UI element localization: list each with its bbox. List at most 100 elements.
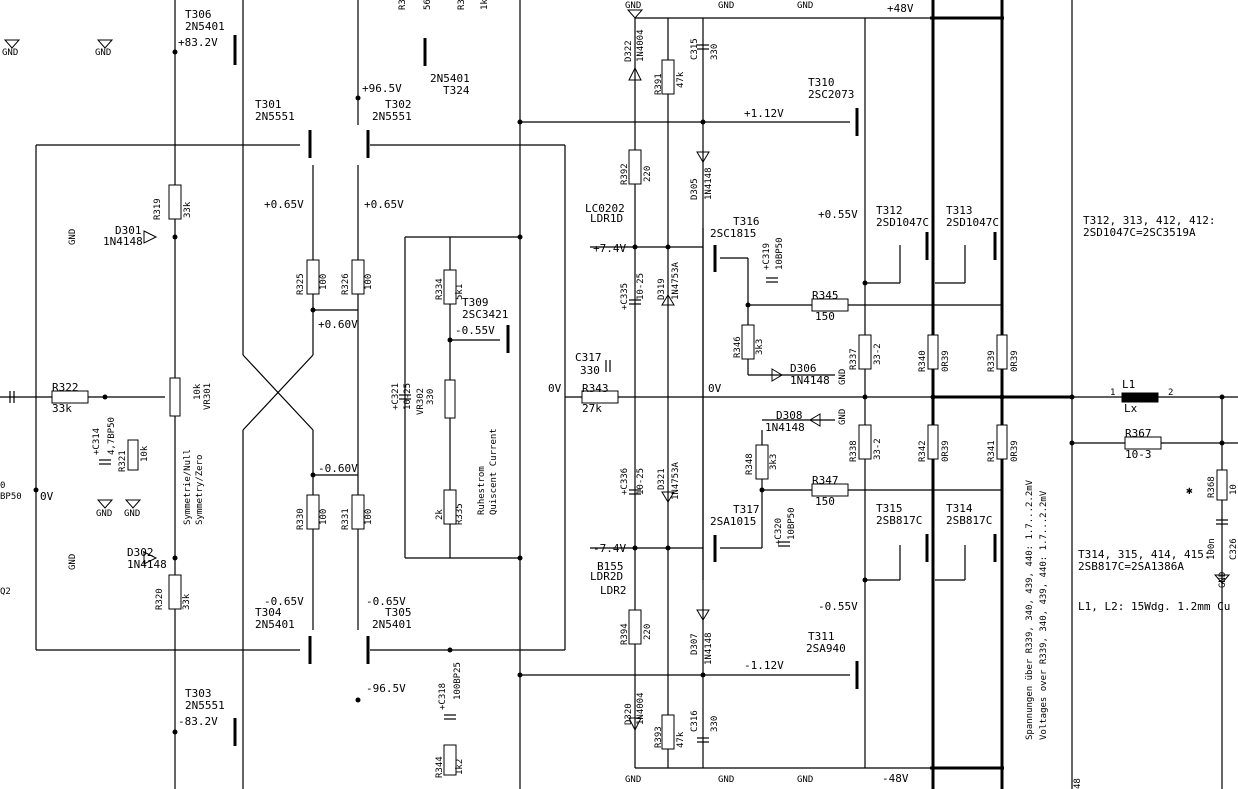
r319-value: 33k [183,201,193,218]
gnd-label: GND [718,1,734,11]
c317-label: C317 [575,351,602,364]
note-t312-equiv: 2SD1047C=2SC3519A [1083,226,1196,239]
pin-label: 48 [1073,778,1083,789]
c335-value: 10-25 [636,273,646,300]
b155-label: B155 [597,560,624,573]
note-t314: T314, 315, 414, 415: [1078,548,1210,561]
d307-label: D307 [690,633,700,655]
voltage-label: -0.65V [264,595,304,608]
r348-value: 3k3 [769,454,779,470]
gnd-label: GND [838,369,848,385]
r345-value: 150 [815,310,835,323]
voltage-label: -1.12V [744,659,784,672]
t301-type: 2N5551 [255,110,295,123]
r391-value: 47k [676,71,686,88]
gnd-label: GND [797,775,813,785]
t310-label: T310 [808,76,835,89]
d301-type: 1N4148 [103,235,143,248]
vr301-value: 10k [193,383,203,400]
t324-label: T324 [443,84,470,97]
gnd-label: GND [68,229,78,245]
quiescent-label: Ruhestrom [477,466,487,515]
c314-label: +C314 [92,428,102,455]
t310-type: 2SC2073 [808,88,854,101]
t315-type: 2SB817C [876,514,922,527]
ldr-label: LC0202 [585,202,625,215]
d322-label: D322 [624,40,634,62]
voltage-label: -83.2V [178,715,218,728]
r326-value: 100 [364,274,374,290]
d321-label: D321 [657,468,667,490]
c335-label: +C335 [620,283,630,310]
r343-value: 27k [582,402,602,415]
d307-type: 1N4148 [704,632,714,665]
voltage-label: +83.2V [178,36,218,49]
zero-volt-label: 0V [708,382,722,395]
r325-label: R325 [296,273,306,295]
r393-label: R393 [654,726,664,748]
d305-type: 1N4148 [704,167,714,200]
r367-value: 10-3 [1125,448,1152,461]
r340-label: R340 [918,350,928,372]
d306-label: D306 [790,362,817,375]
gnd-label: GND [625,1,641,11]
zero-volt-label: 0V [548,382,562,395]
t311-label: T311 [808,630,835,643]
r342-value: 0R39 [941,440,951,462]
l1-pin1: 1 [1110,388,1115,398]
frag-r3: R3 [398,0,408,10]
c326-value: 100n [1207,538,1217,560]
gnd-label: GND [1218,572,1228,588]
c318-value: 100BP25 [453,662,463,700]
voltage-label: -0.55V [818,600,858,613]
r346-label: R346 [733,336,743,358]
r331-label: R331 [341,508,351,530]
t311-type: 2SA940 [806,642,846,655]
voltage-label: +96.5V [362,82,402,95]
bp50-label: 0 [0,481,5,491]
c314-value: 4,7BP50 [107,417,117,455]
voltage-note-en: Voltages over R339, 340, 439, 440: 1.7..… [1039,490,1049,740]
t312-label: T312 [876,204,903,217]
t312-type: 2SD1047C [876,216,929,229]
d308-type: 1N4148 [765,421,805,434]
symmetry-label-en: Symmetry/Zero [195,455,205,525]
r319-label: R319 [153,198,163,220]
t304-type: 2N5401 [255,618,295,631]
t324-type: 2N5401 [430,72,470,85]
d319-type: 1N4753A [671,261,681,300]
r345-label: R345 [812,289,839,302]
vr302-label: VR302 [416,388,426,415]
c321-value: 10-25 [403,383,413,410]
c315-value: 330 [710,44,720,60]
d320-label: D320 [624,703,634,725]
d302-label: D302 [127,546,154,559]
r344-value: 1k2 [455,759,465,775]
r348-label: R348 [745,453,755,475]
r394-label: R394 [620,623,630,645]
r331-value: 100 [364,509,374,525]
gnd-label: GND [95,48,111,58]
minus48-label: -48V [882,772,909,785]
t302-type: 2N5551 [372,110,412,123]
frag-r3: R3 [457,0,467,10]
gnd-label: GND [838,409,848,425]
r321-value: 10k [140,445,150,462]
r368-value: 10 [1229,484,1238,495]
c336-label: +C336 [620,468,630,495]
r343-label: R343 [582,382,609,395]
r341-value: 0R39 [1010,440,1020,462]
t315-label: T315 [876,502,903,515]
gnd-label: GND [124,509,140,519]
t309-label: T309 [462,296,489,309]
r340-value: 0R39 [941,350,951,372]
voltage-label: +0.55V [818,208,858,221]
junction-dots [33,49,1225,735]
t317-type: 2SA1015 [710,515,756,528]
t306-label: T306 [185,8,212,21]
gnd-label: GND [718,775,734,785]
c321-label: +C321 [391,383,401,410]
c320-label: +C320 [774,518,784,545]
t317-label: T317 [733,503,760,516]
